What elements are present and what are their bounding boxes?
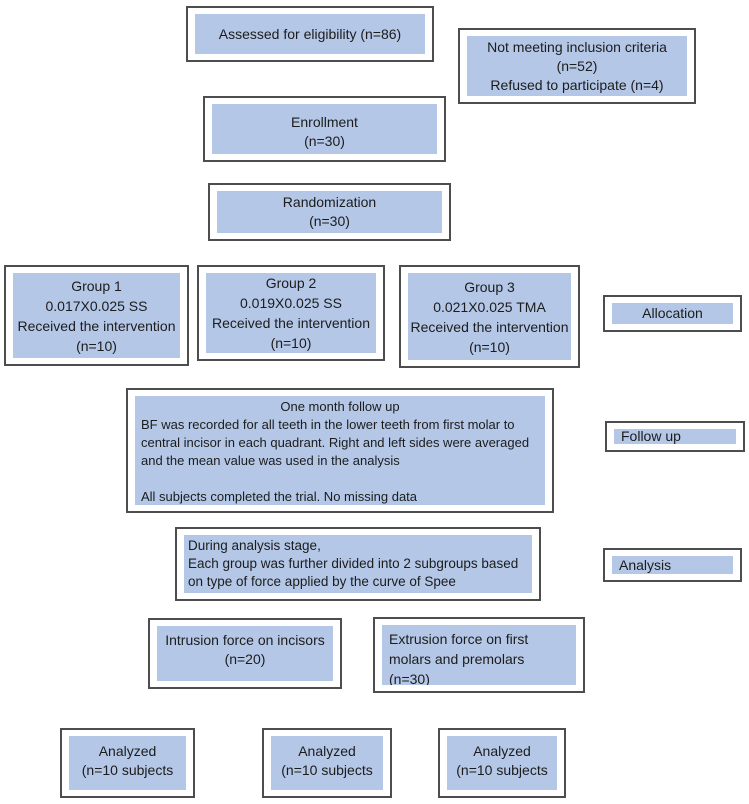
flow-box-randomization: Randomization (n=30) [208,183,451,241]
follow-up-paragraph: All subjects completed the trial. No mis… [141,489,418,504]
flow-box-group-3-fill: Group 3 0.021X0.025 TMA Received the int… [408,273,571,360]
analysis-stage-paragraph: Each group was further divided into 2 su… [188,556,519,589]
text-line: Received the intervention [410,318,569,335]
flow-box-one-month-follow-up-fill: One month follow up BF was recorded for … [135,396,545,505]
stage-label-allocation: Allocation [603,295,742,332]
stage-label-follow-up: Follow up [605,421,745,452]
flow-box-analyzed-group-1-fill: Analyzed (n=10 subjects [69,736,186,790]
stage-label-follow-up-fill: Follow up [614,429,736,444]
text-line: 0.021X0.025 TMA [433,298,546,315]
text-line: (n=30) [309,213,350,229]
text-line: (n=30) [304,133,345,149]
flow-box-assessed-eligibility: Assessed for eligibility (n=86) [186,6,434,62]
text-line: Refused to participate (n=4) [490,76,664,93]
flow-box-enrollment: Enrollment (n=30) [203,96,446,162]
flow-box-enrollment-fill: Enrollment (n=30) [212,104,437,154]
flow-box-intrusion-force-fill: Intrusion force on incisors (n=20) [157,626,333,681]
text-line: Intrusion force on incisors [165,632,325,648]
flow-box-one-month-follow-up: One month follow up BF was recorded for … [126,388,554,513]
flow-box-intrusion-force: Intrusion force on incisors (n=20) [148,618,342,689]
text-line: Group 2 [265,275,317,291]
stage-label-allocation-fill: Allocation [612,303,733,324]
flow-box-extrusion-force: Extrusion force on first molars and prem… [373,617,585,693]
text-line: (n=20) [224,651,266,667]
flow-box-group-2: Group 2 0.019X0.025 SS Received the inte… [197,265,385,361]
text-line: (n=10) [469,338,510,355]
flow-box-extrusion-force-fill: Extrusion force on first molars and prem… [382,625,576,685]
text-line: Received the intervention [212,315,370,331]
flow-box-not-meeting-criteria: Not meeting inclusion criteria (n=52) Re… [458,28,696,104]
text-line: Not meeting inclusion criteria [487,38,667,55]
text-line: Analyzed [473,743,531,759]
flow-box-analyzed-group-3: Analyzed (n=10 subjects [438,728,566,798]
text-line: Analyzed [98,743,157,759]
text-line: Received the intervention [17,317,176,334]
text-line: Group 1 [71,277,122,294]
flow-box-analyzed-group-2-fill: Analyzed (n=10 subjects [271,736,383,790]
flow-box-not-meeting-criteria-fill: Not meeting inclusion criteria (n=52) Re… [467,36,687,96]
flow-box-group-3: Group 3 0.021X0.025 TMA Received the int… [399,265,580,368]
text-line: Enrollment [291,114,358,130]
text-line: (n=10 subjects [81,762,174,778]
flow-box-analysis-stage: During analysis stage, Each group was fu… [175,527,541,601]
stage-label-analysis-fill: Analysis [612,556,733,574]
text-line: (n=10) [76,337,117,354]
text-line: 0.017X0.025 SS [45,297,148,314]
flow-box-analysis-stage-fill: During analysis stage, Each group was fu… [184,535,532,593]
stage-label-analysis: Analysis [603,548,742,582]
text-line: (n=10) [270,335,312,351]
flow-box-analyzed-group-2: Analyzed (n=10 subjects [262,728,392,798]
flow-box-assessed-eligibility-fill: Assessed for eligibility (n=86) [195,14,425,54]
text-line: molars and premolars [389,651,525,667]
text-line: Follow up [621,429,681,444]
text-line: (n=52) [556,57,598,74]
flow-box-group-2-fill: Group 2 0.019X0.025 SS Received the inte… [206,273,376,353]
text-line: 0.019X0.025 SS [240,295,342,311]
text-line: During analysis stage, [188,538,321,553]
flow-box-randomization-fill: Randomization (n=30) [217,191,442,233]
text-line: Randomization [282,194,377,210]
flow-box-analyzed-group-1: Analyzed (n=10 subjects [60,728,195,798]
text-line: Analysis [619,556,672,573]
text-line: Allocation [642,305,703,321]
text-line: Analyzed [298,743,356,759]
follow-up-paragraph: BF was recorded for all teeth in the low… [141,417,530,468]
flow-box-group-1-fill: Group 1 0.017X0.025 SS Received the inte… [13,273,180,358]
text-line: (n=10 subjects [456,762,548,778]
follow-up-title: One month follow up [280,399,400,414]
text-line: Assessed for eligibility (n=86) [218,25,402,42]
text-line: (n=30) [389,671,430,685]
text-line: Group 3 [464,278,515,295]
text-line: Extrusion force on first [389,631,529,647]
flow-box-group-1: Group 1 0.017X0.025 SS Received the inte… [4,265,189,366]
text-line: (n=10 subjects [281,762,373,778]
flow-box-analyzed-group-3-fill: Analyzed (n=10 subjects [447,736,557,790]
